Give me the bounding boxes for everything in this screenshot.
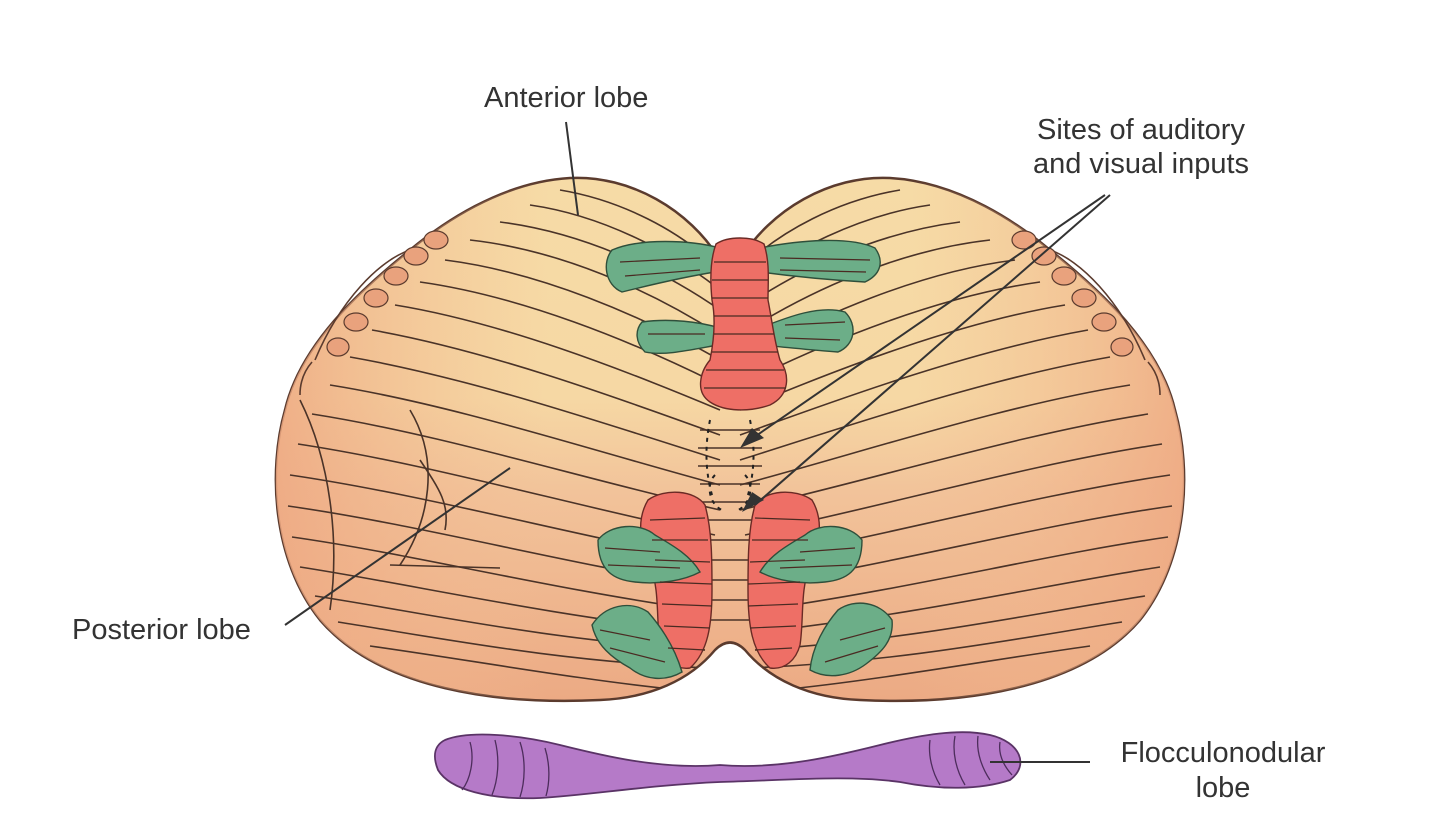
sites-leader-lower [754, 194, 1111, 506]
lateral-rim-bumps [326, 230, 1134, 357]
flocculonodular-label-line2: lobe [1195, 772, 1251, 804]
auditory-visual-input-sites [705, 419, 755, 511]
anterior-lobe-label: Anterior lobe [484, 82, 649, 114]
posterior-input-sites [591, 491, 893, 679]
posterior-green-left-upper [597, 525, 701, 584]
lateral-rim [299, 249, 1161, 396]
anterior-red-vermis [699, 237, 788, 411]
flocculonodular-lobe [434, 731, 1022, 800]
posterior-green-right-upper [759, 525, 863, 584]
leader-arrowheads [740, 428, 764, 512]
anterior-input-sites [605, 237, 881, 411]
posterior-leader [284, 467, 511, 626]
arrowhead-lower [742, 492, 764, 512]
leader-lines [284, 121, 1111, 763]
cerebellum-body [274, 176, 1186, 703]
anterior-leader [565, 121, 579, 216]
sites-label-line1: Sites of auditory [1037, 114, 1245, 146]
sites-leader-upper [749, 194, 1106, 441]
flocculonodular-label-line1: Flocculonodular [1120, 737, 1326, 769]
sites-label-line2: and visual inputs [1032, 148, 1250, 180]
posterior-lobe-label: Posterior lobe [72, 614, 251, 646]
arrowhead-upper [740, 428, 764, 448]
posterior-green-right-lower [809, 602, 893, 677]
